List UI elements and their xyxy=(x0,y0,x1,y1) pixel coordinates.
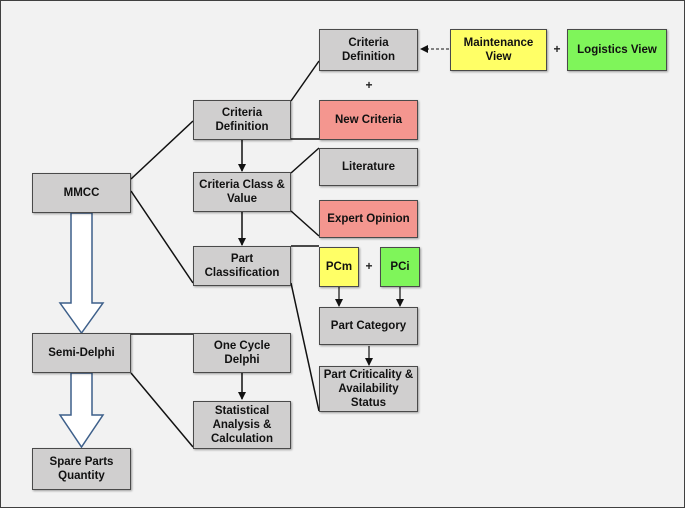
part-classification-box: Part Classification xyxy=(193,246,291,286)
plus-sign-views: + xyxy=(553,42,561,56)
link-class-expert xyxy=(290,210,320,237)
link-definition-top xyxy=(290,60,320,102)
literature-box: Literature xyxy=(319,148,418,186)
criteria-class-value-box: Criteria Class & Value xyxy=(193,172,291,212)
statistical-analysis-box: Statistical Analysis & Calculation xyxy=(193,401,291,449)
expert-opinion-box: Expert Opinion xyxy=(319,200,418,238)
criteria-definition-box: Criteria Definition xyxy=(193,100,291,140)
link-mmcc-criteria-definition xyxy=(130,120,194,180)
plus-sign-criteria: + xyxy=(365,78,373,92)
block-arrow-mmcc-to-semidelphi xyxy=(58,212,105,335)
part-category-box: Part Category xyxy=(319,307,418,345)
pcm-box: PCm xyxy=(319,247,359,287)
block-arrow-semidelphi-to-spare xyxy=(58,372,105,449)
new-criteria-box: New Criteria xyxy=(319,100,418,140)
pci-box: PCi xyxy=(380,247,420,287)
spare-parts-quantity-box: Spare Parts Quantity xyxy=(32,448,131,490)
link-semidelphi-statistical xyxy=(130,372,194,448)
semi-delphi-box: Semi-Delphi xyxy=(32,333,131,373)
link-classification-criticality xyxy=(290,282,320,412)
part-criticality-box: Part Criticality & Availability Status xyxy=(319,366,418,412)
link-class-literature xyxy=(290,147,320,174)
logistics-view-box: Logistics View xyxy=(567,29,667,71)
link-mmcc-part-classification xyxy=(130,190,194,284)
plus-sign-pc: + xyxy=(365,259,373,273)
one-cycle-delphi-box: One Cycle Delphi xyxy=(193,333,291,373)
mmcc-box: MMCC xyxy=(32,173,131,213)
maintenance-view-box: Maintenance View xyxy=(450,29,547,71)
criteria-definition-top-box: Criteria Definition xyxy=(319,29,418,71)
